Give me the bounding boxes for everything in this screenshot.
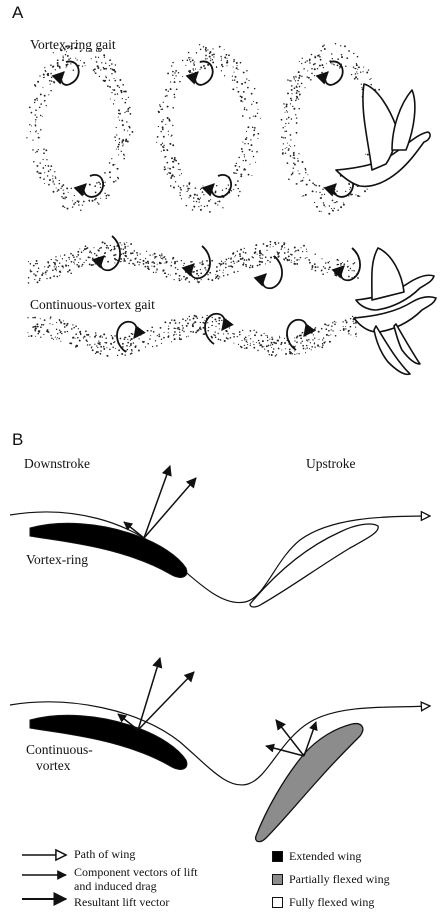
downstroke-label: Downstroke — [24, 457, 90, 471]
continuous-vortex-label-line2: vortex — [36, 759, 71, 773]
legend-extended-label: Extended wing — [289, 850, 361, 864]
fully-flexed-wing-swatch — [272, 897, 283, 908]
legend-partially-label: Partially flexed wing — [289, 873, 390, 887]
fully-flexed-wing-shape — [250, 524, 378, 607]
legend-fully-label: Fully flexed wing — [289, 896, 374, 910]
legend-path-of-wing: Path of wing — [74, 848, 135, 862]
panel-a-label: A — [12, 4, 23, 21]
continuous-vortex-gait-label: Continuous-vortex gait — [30, 298, 155, 312]
resultant-lift-vector — [144, 466, 170, 538]
upstroke-label: Upstroke — [306, 457, 356, 471]
legend-component-line1: Component vectors of lift — [74, 866, 198, 880]
continuous-curl-arrows — [101, 236, 360, 352]
partially-flexed-wing-swatch — [272, 874, 283, 885]
extended-wing-shape — [30, 523, 187, 577]
legend-resultant: Resultant lift vector — [74, 896, 169, 910]
legend-partially-flexed-wing: Partially flexed wing — [272, 873, 390, 887]
continuous-vortex-label-line1: Continuous- — [26, 743, 93, 757]
bird-upstroke-icon — [336, 84, 430, 186]
legend-arrows — [22, 855, 66, 899]
vortex-ring-gait-label: Vortex-ring gait — [30, 38, 116, 52]
vortex-ring-label: Vortex-ring — [26, 553, 88, 567]
legend-extended-wing: Extended wing — [272, 850, 361, 864]
lift-component-vector — [144, 478, 196, 538]
panel-b-vortex-ring — [10, 466, 430, 607]
extended-wing-swatch — [272, 851, 283, 862]
legend-component-line2: and induced drag — [74, 880, 157, 894]
vortex-ring-force-vectors — [124, 466, 196, 538]
panel-b-label: B — [12, 431, 23, 448]
vortex-ring-gait-diagram — [26, 43, 430, 215]
legend-fully-flexed-wing: Fully flexed wing — [272, 896, 374, 910]
vortex-rings — [26, 43, 386, 215]
